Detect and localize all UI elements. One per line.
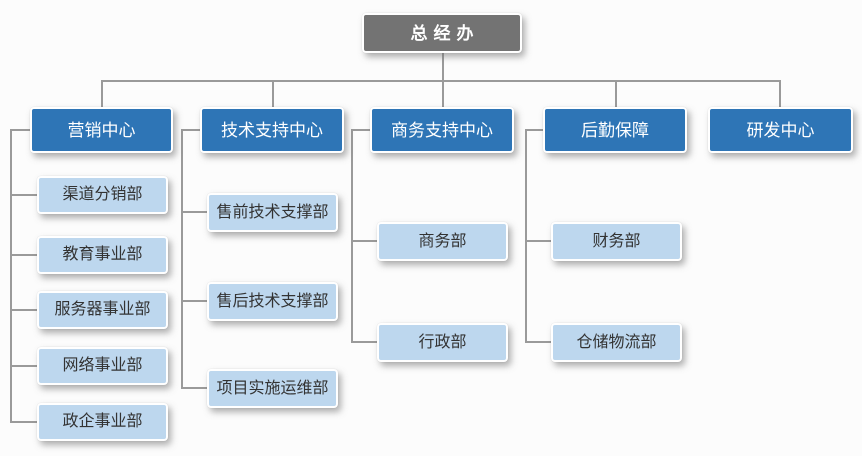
org-node-dept-server: 服务器事业部 (37, 291, 168, 329)
connector-drop-techsupport (272, 82, 274, 107)
connector-techsupport-stub-3 (181, 387, 207, 389)
org-node-dept-channel-distribution: 渠道分销部 (37, 176, 168, 214)
connector-techsupport-parent-stub (181, 129, 200, 131)
connector-drop-logistics (615, 82, 617, 107)
connector-logistics-parent-stub (525, 129, 543, 131)
connector-logistics-stub-2 (525, 341, 551, 343)
connector-root-drop (442, 53, 444, 81)
connector-bizsupport-stub-1 (351, 240, 377, 242)
connector-bizsupport-parent-stub (351, 129, 370, 131)
connector-marketing-parent-stub (10, 129, 30, 131)
connector-marketing-stub-3 (10, 309, 37, 311)
org-node-dept-administration: 行政部 (377, 323, 508, 362)
connector-techsupport-stub-1 (181, 211, 207, 213)
org-node-tech-support-center: 技术支持中心 (200, 107, 344, 153)
org-node-dept-business: 商务部 (377, 222, 508, 261)
org-node-logistics-support: 后勤保障 (543, 107, 687, 153)
org-node-dept-warehouse-logistics: 仓储物流部 (551, 323, 682, 362)
connector-techsupport-descender (181, 129, 183, 389)
org-node-dept-presales-support: 售前技术支撑部 (207, 193, 338, 232)
connector-marketing-stub-1 (10, 194, 37, 196)
connector-drop-marketing (101, 82, 103, 107)
org-node-dept-finance: 财务部 (551, 222, 682, 261)
org-node-business-support-center: 商务支持中心 (370, 107, 514, 153)
org-node-marketing-center: 营销中心 (30, 107, 173, 153)
org-node-rnd-center: 研发中心 (708, 107, 853, 153)
org-node-dept-education: 教育事业部 (37, 236, 168, 274)
connector-techsupport-stub-2 (181, 300, 207, 302)
org-node-dept-network: 网络事业部 (37, 347, 168, 385)
connector-main-horizontal (101, 80, 781, 82)
connector-marketing-stub-4 (10, 365, 37, 367)
connector-drop-rnd (779, 82, 781, 107)
connector-logistics-descender (525, 129, 527, 343)
org-node-dept-project-ops: 项目实施运维部 (207, 369, 338, 408)
connector-bizsupport-stub-2 (351, 341, 377, 343)
org-node-root: 总经办 (362, 13, 522, 53)
org-node-dept-aftersales-support: 售后技术支撑部 (207, 282, 338, 321)
connector-logistics-stub-1 (525, 240, 551, 242)
connector-marketing-stub-5 (10, 421, 37, 423)
connector-drop-bizsupport (442, 82, 444, 107)
connector-marketing-descender (10, 129, 12, 423)
connector-marketing-stub-2 (10, 254, 37, 256)
org-node-dept-gov-enterprise: 政企事业部 (37, 403, 168, 441)
connector-bizsupport-descender (351, 129, 353, 343)
